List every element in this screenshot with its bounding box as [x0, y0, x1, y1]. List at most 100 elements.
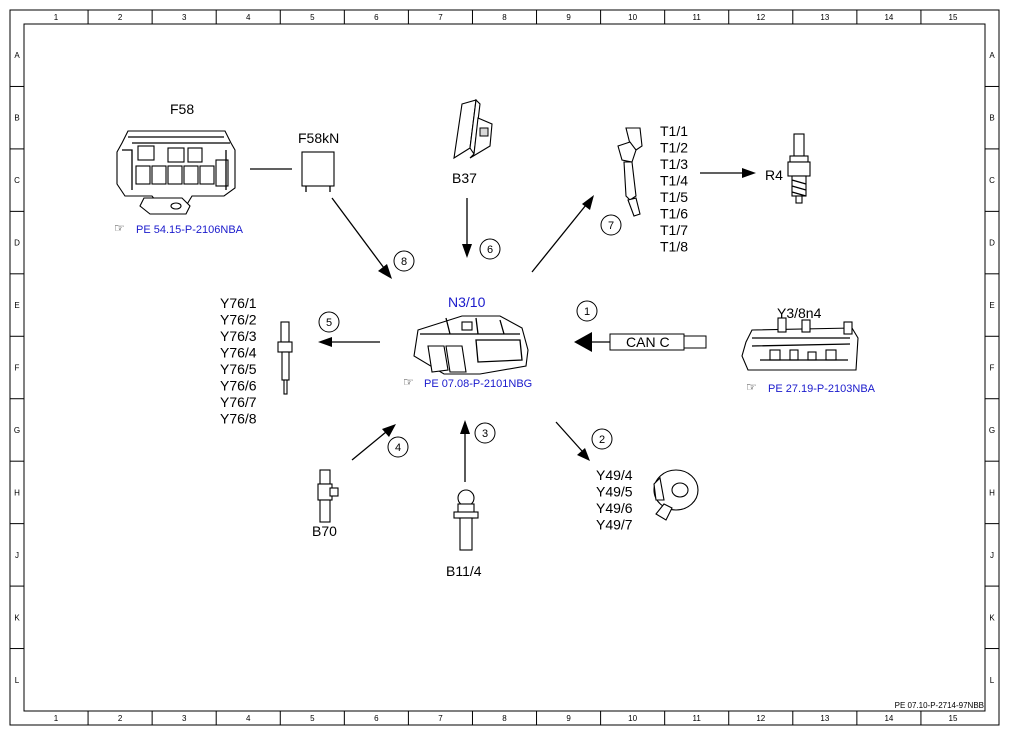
- grid-row-label: F: [15, 364, 20, 373]
- b70-label: B70: [312, 523, 337, 539]
- step-circle-4: 4: [387, 436, 409, 458]
- t-list-item: T1/2: [660, 140, 688, 156]
- y49-list-item: Y49/6: [596, 500, 633, 516]
- step-circle-5: 5: [318, 311, 340, 333]
- grid-column-label: 6: [374, 13, 379, 22]
- step-circle-1: 1: [576, 300, 598, 322]
- transmission-control-y3-8n4-icon: [741, 317, 859, 371]
- f58-reference-icon: ☞: [114, 221, 125, 235]
- grid-column-label: 9: [566, 13, 571, 22]
- n3-10-label: N3/10: [448, 294, 486, 310]
- grid-column-label: 4: [246, 714, 251, 723]
- y76-list-item: Y76/6: [220, 378, 257, 394]
- b37-label: B37: [452, 170, 477, 186]
- grid-column-label: 5: [310, 714, 315, 723]
- step-circle-2: 2: [591, 428, 613, 450]
- grid-column-label: 3: [182, 13, 187, 22]
- grid-row-label: H: [14, 488, 20, 497]
- t-list: T1/1T1/2T1/3T1/4T1/5T1/6T1/7T1/8: [660, 123, 688, 255]
- grid-column-label: 2: [118, 714, 123, 723]
- arrow-5-arrowhead: [318, 337, 332, 347]
- y49-list-item: Y49/5: [596, 484, 633, 500]
- coolant-temperature-sensor-b11-4-icon: [453, 489, 479, 551]
- t-list-item: T1/3: [660, 156, 688, 172]
- y76-list-item: Y76/5: [220, 361, 257, 377]
- accelerator-pedal-b37-icon: [453, 98, 493, 160]
- grid-row-label: D: [989, 239, 995, 248]
- grid-column-label: 10: [628, 714, 637, 723]
- grid-column-label: 12: [756, 13, 765, 22]
- f58-label: F58: [170, 101, 194, 117]
- grid-row-label: A: [14, 51, 20, 60]
- y3-8n4-reference-link[interactable]: PE 27.19-P-2103NBA: [768, 383, 876, 395]
- grid-row-label: F: [990, 364, 995, 373]
- y49-list-item: Y49/7: [596, 517, 633, 533]
- engine-control-unit-n3-10-icon: [413, 315, 529, 375]
- can-c-arrowhead: [574, 332, 592, 352]
- grid-row-label: C: [14, 176, 20, 185]
- spark-plug-r4-icon: [787, 133, 811, 204]
- grid-row-label: B: [14, 114, 19, 123]
- grid-column-label: 6: [374, 714, 379, 723]
- grid-row-label: E: [14, 301, 19, 310]
- grid-column-label: 11: [693, 13, 702, 22]
- grid-column-label: 7: [438, 13, 443, 22]
- n3-10-reference-link[interactable]: PE 07.08-P-2101NBG: [424, 378, 532, 390]
- grid-column-label: 4: [246, 13, 251, 22]
- grid-row-label: G: [989, 426, 995, 435]
- grid-column-label: 12: [756, 714, 765, 723]
- grid-row-label: B: [989, 114, 994, 123]
- t-list-item: T1/8: [660, 239, 688, 255]
- svg-text:6: 6: [487, 244, 493, 256]
- f58-reference-link[interactable]: PE 54.15-P-2106NBA: [136, 224, 244, 236]
- grid-column-label: 3: [182, 714, 187, 723]
- grid-column-label: 1: [54, 13, 59, 22]
- grid-row-label: J: [15, 551, 19, 560]
- grid-column-label: 14: [884, 13, 893, 22]
- f58kn-label: F58kN: [298, 130, 339, 146]
- t-list-item: T1/1: [660, 123, 688, 139]
- y3-8n4-reference-icon: ☞: [746, 380, 757, 394]
- arrow-8-line: [331, 197, 385, 269]
- t-list-item: T1/4: [660, 173, 688, 189]
- can-c-line-right: [683, 335, 707, 349]
- svg-text:4: 4: [395, 442, 401, 454]
- grid-column-label: 10: [628, 13, 637, 22]
- y76-list-item: Y76/4: [220, 345, 257, 361]
- grid-row-label: D: [14, 239, 20, 248]
- grid-row-label: E: [989, 301, 994, 310]
- fuse-box-f58-icon: [116, 130, 236, 215]
- arrow-3-arrowhead: [460, 420, 470, 434]
- arrow-4-line: [351, 431, 387, 461]
- grid-row-label: J: [990, 551, 994, 560]
- arrow-2-line: [555, 421, 583, 452]
- t1-to-r4-arrowhead: [742, 168, 756, 178]
- arrow-6-arrowhead: [462, 244, 472, 258]
- t-list-item: T1/6: [660, 206, 688, 222]
- arrow-8-arrowhead: [378, 264, 392, 279]
- t-list-item: T1/7: [660, 222, 688, 238]
- drawing-frame: [9, 9, 1000, 726]
- grid-column-label: 15: [949, 13, 958, 22]
- y76-list-item: Y76/2: [220, 312, 257, 328]
- grid-row-label: A: [989, 51, 995, 60]
- step-circle-6: 6: [479, 238, 501, 260]
- grid-row-label: K: [989, 613, 995, 622]
- y76-list-item: Y76/1: [220, 295, 257, 311]
- y76-list-item: Y76/8: [220, 411, 257, 427]
- arrow-7-arrowhead: [582, 195, 594, 210]
- crankshaft-sensor-b70-icon: [317, 469, 339, 523]
- grid-column-label: 8: [502, 714, 507, 723]
- grid-row-label: H: [989, 488, 995, 497]
- y49-list-item: Y49/4: [596, 467, 633, 483]
- b11-4-label: B11/4: [446, 563, 482, 579]
- can-c-label: CAN C: [626, 334, 670, 350]
- grid-column-label: 13: [820, 13, 829, 22]
- y3-8n4-label: Y3/8n4: [777, 305, 822, 321]
- n3-10-reference-icon: ☞: [403, 375, 414, 389]
